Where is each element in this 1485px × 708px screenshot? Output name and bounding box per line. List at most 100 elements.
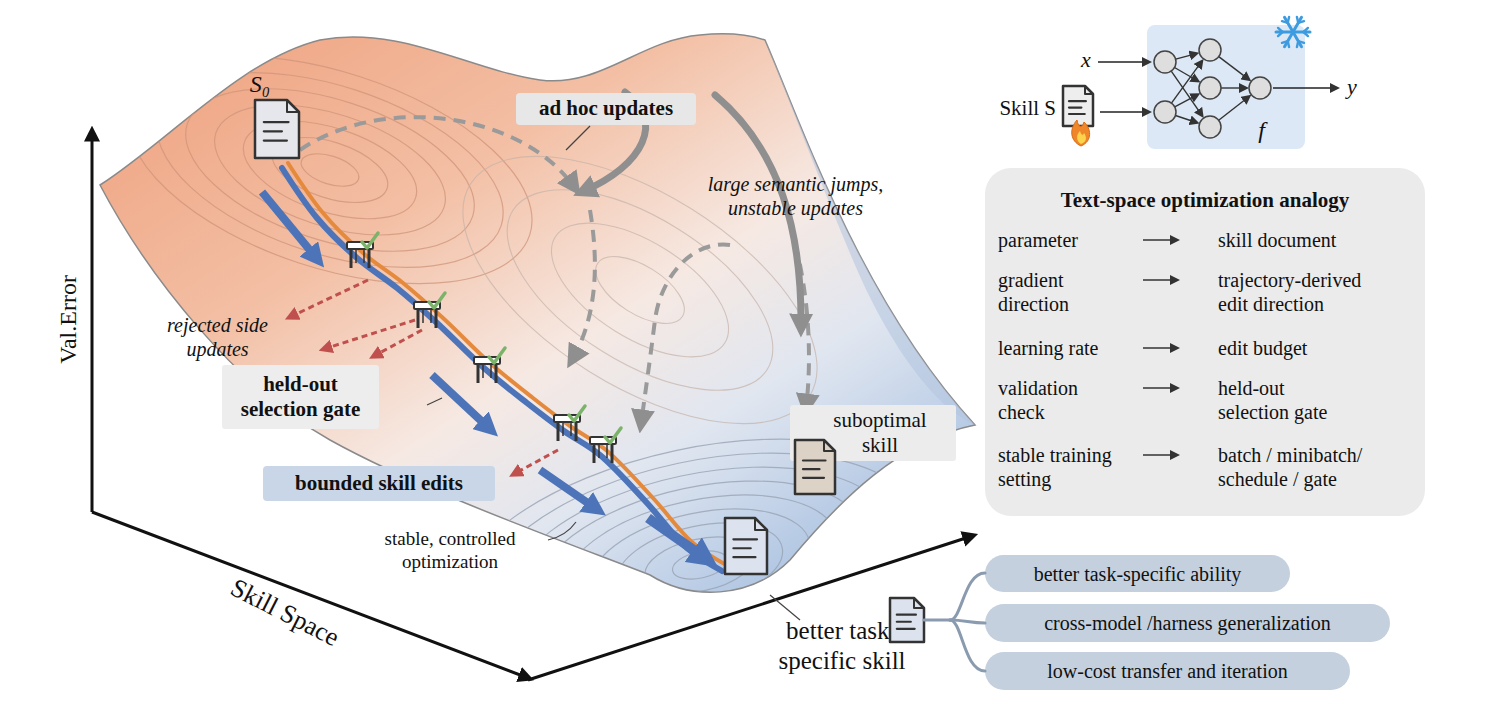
input-symbol: x (1076, 47, 1096, 73)
ad-hoc-update-arrow (641, 245, 730, 424)
node-text: held-out selection gate (228, 372, 373, 422)
callout-box: held-out selection gate (222, 365, 379, 429)
gate-leg (611, 444, 614, 463)
gate-leg (557, 422, 560, 441)
snowflake-branch (1304, 32, 1308, 36)
node-text: low-cost transfer and iteration (1047, 659, 1287, 683)
gate-bar (474, 357, 500, 364)
table-cell: gradient direction (998, 268, 1118, 316)
table-cell: validation check (998, 376, 1118, 424)
gate-leg (593, 444, 596, 463)
document-outline (890, 598, 924, 642)
gate-leg (477, 364, 480, 383)
gate-leg (570, 422, 572, 436)
check-mark (489, 348, 505, 363)
rejected-update-arrow (374, 330, 422, 356)
mapping-arrow (1143, 347, 1176, 349)
annotation: rejected side updates (150, 313, 285, 361)
snowflake-branch (1278, 28, 1282, 32)
skill-document-icon (725, 518, 767, 574)
check-mark (605, 428, 621, 443)
bracket-line (950, 573, 985, 620)
snowflake-icon (1276, 17, 1310, 47)
gate-leg (495, 364, 498, 383)
document-fold (755, 518, 767, 530)
node-text: cross-model /harness generalization (1044, 611, 1331, 635)
gate-leg (490, 364, 492, 378)
document-fold (1085, 86, 1093, 94)
skill-document-icon (795, 440, 835, 494)
node-text: bounded skill edits (295, 471, 463, 496)
selection-gate-icon (347, 233, 378, 268)
annotation: stable, controlled optimization (345, 528, 555, 574)
snowflake-arm (1285, 17, 1302, 46)
axis-title: Val.Error (54, 259, 83, 379)
network-connection (1219, 97, 1248, 120)
table-cell: trajectory-derived edit direction (1218, 268, 1378, 316)
flame-icon (1072, 120, 1090, 146)
document-line (803, 477, 824, 479)
gate-leg (598, 444, 600, 458)
neuron (1154, 101, 1176, 123)
gate-leg (430, 309, 432, 323)
output-symbol: y (1342, 74, 1362, 100)
node-text: f (1258, 116, 1265, 145)
neuron (1199, 39, 1221, 61)
gate-bar (590, 437, 616, 444)
document-line (803, 459, 826, 461)
error-surface (100, 34, 975, 592)
contour-line (530, 196, 750, 383)
callout-box: suboptimal skill (790, 405, 956, 461)
gate-bar (554, 415, 580, 422)
selection-gate-icon (590, 428, 621, 463)
node-text: ad hoc updates (539, 96, 673, 121)
contour-line (166, 57, 495, 283)
network-connection (1176, 54, 1196, 59)
document-line (1069, 113, 1085, 115)
table-cell: parameter (998, 228, 1138, 252)
node-text: Text-space optimization analogy (1061, 188, 1350, 213)
network-connection (1175, 95, 1197, 107)
neuron (1199, 77, 1221, 99)
bracket-line (950, 620, 985, 623)
snowflake-branch (1298, 21, 1304, 23)
rejected-update-arrow (324, 320, 415, 349)
io-arrow (1273, 87, 1336, 89)
network-connection (1175, 115, 1195, 122)
snowflake-branch (1278, 32, 1282, 36)
skill-document-icon (255, 100, 299, 158)
network-connection (1221, 87, 1245, 88)
rejected-update-arrow (290, 280, 368, 317)
snowflake-branch (1297, 17, 1298, 23)
rejected-update-arrow (514, 450, 558, 474)
document-line (897, 628, 915, 630)
network-connection (1219, 57, 1248, 79)
snowflake-branch (1298, 41, 1304, 43)
gate-leg (562, 422, 564, 436)
table-cell: learning rate (998, 336, 1148, 360)
snowflake-branch (1288, 41, 1289, 47)
document-fold (914, 598, 924, 608)
document-line (264, 140, 287, 142)
table-cell: skill document (1218, 228, 1418, 252)
document-line (264, 130, 282, 132)
snowflake-branch (1282, 41, 1288, 43)
check-mark (429, 293, 445, 308)
skill-document-icon (1063, 86, 1093, 126)
contour-line (133, 34, 527, 305)
document-outline (725, 518, 767, 574)
document-line (897, 614, 916, 616)
document-fold (824, 440, 835, 451)
node-text: suboptimal skill (820, 408, 940, 458)
bounded-edit-arrow (262, 192, 318, 260)
document-line (733, 547, 750, 549)
y-axis (91, 132, 94, 512)
gate-leg (575, 422, 578, 441)
result-label: better task-specific skill (751, 616, 933, 676)
document-outline (795, 440, 835, 494)
check-mark (362, 233, 378, 248)
contour-line (610, 509, 791, 620)
snowflake-branch (1304, 28, 1308, 32)
